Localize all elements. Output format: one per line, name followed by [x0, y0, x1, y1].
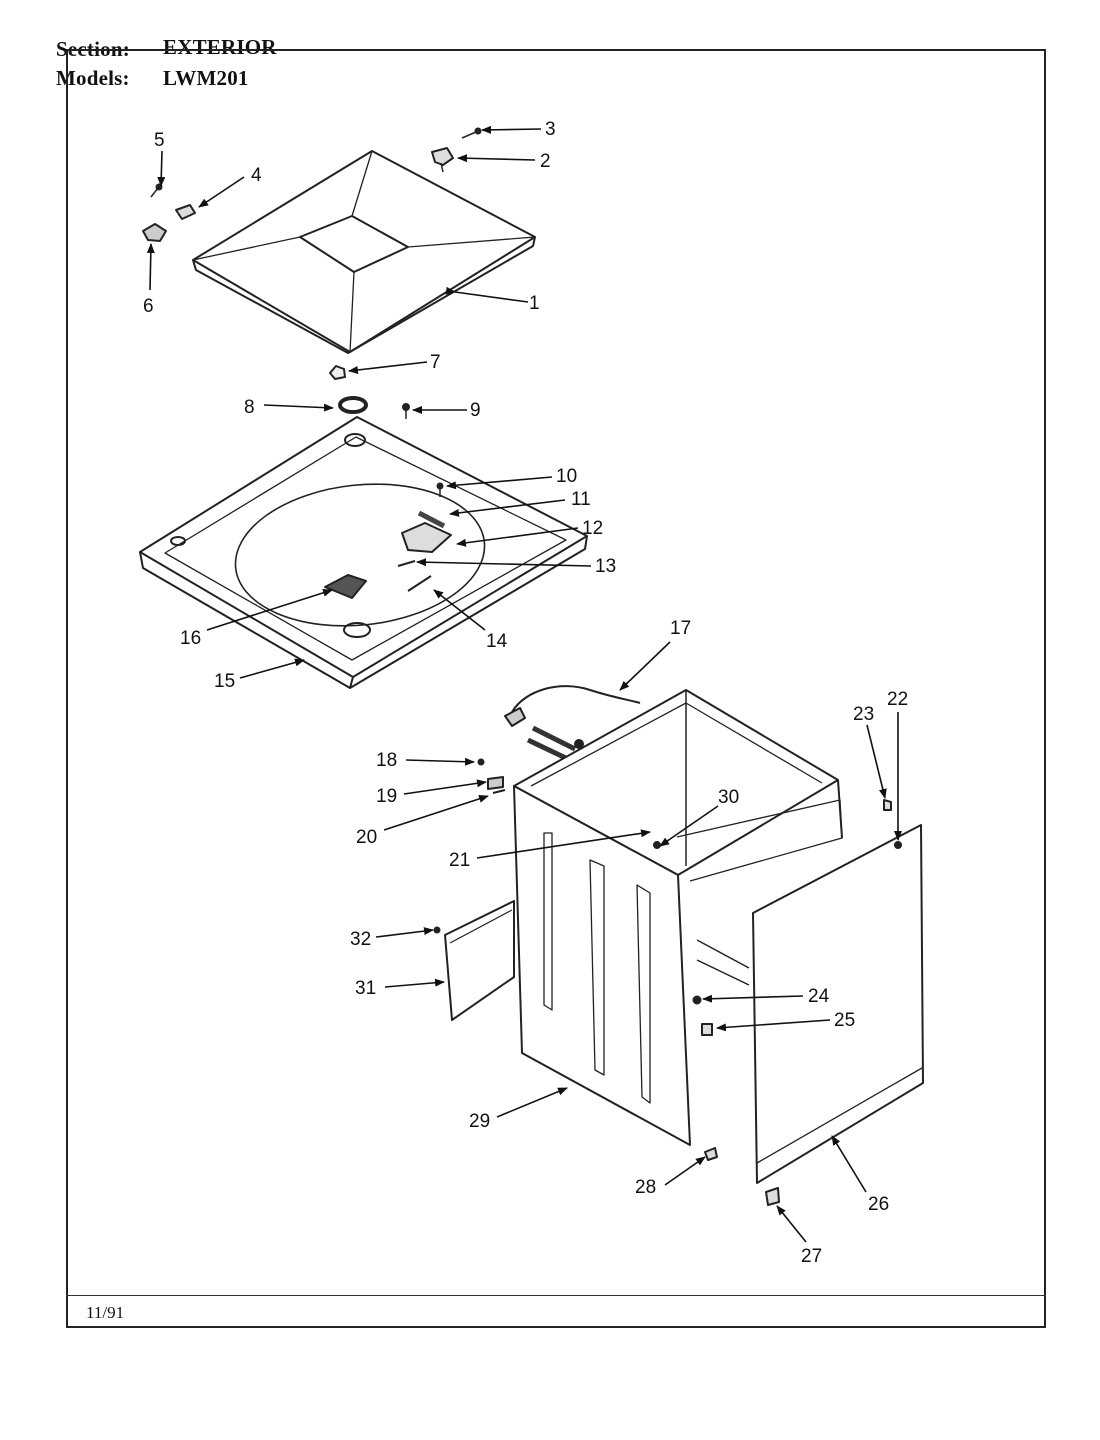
callout-22: 22 [887, 689, 908, 710]
leader-30 [659, 805, 719, 847]
leader-26 [831, 1135, 867, 1193]
leader-2 [457, 154, 536, 163]
callout-15: 15 [214, 671, 235, 692]
leader-21 [476, 829, 651, 859]
callout-7: 7 [430, 352, 441, 373]
callout-4: 4 [251, 165, 262, 186]
top-cover-part [139, 416, 588, 689]
callout-13: 13 [595, 556, 616, 577]
callout-23: 23 [853, 704, 874, 725]
callout-12: 12 [582, 518, 603, 539]
footer-date: 11/91 [86, 1303, 125, 1322]
callout-5: 5 [154, 130, 165, 151]
leader-15 [239, 658, 305, 679]
leader-25 [716, 1019, 831, 1032]
callout-18: 18 [376, 750, 397, 771]
leader-11 [449, 499, 566, 517]
diagram-frame [66, 49, 1046, 1328]
cabinet-part [433, 689, 924, 1206]
callout-20: 20 [356, 827, 377, 848]
leader-4 [198, 176, 245, 208]
leader-12 [456, 527, 579, 547]
leader-18 [405, 757, 475, 766]
leader-5 [157, 150, 166, 187]
leader-lines [146, 125, 902, 1243]
callout-27: 27 [801, 1246, 822, 1267]
leader-13 [416, 558, 592, 567]
callout-2: 2 [540, 151, 551, 172]
callout-25: 25 [834, 1010, 855, 1031]
leader-20 [383, 794, 489, 831]
top-lid-part [192, 150, 536, 354]
callout-8: 8 [244, 397, 255, 418]
leader-24 [702, 994, 804, 1003]
callout-32: 32 [350, 929, 371, 950]
callout-9: 9 [470, 400, 481, 421]
callout-11: 11 [571, 489, 591, 510]
callout-26: 26 [868, 1194, 889, 1215]
callout-numbers: 1 2 3 4 5 6 7 8 9 10 11 12 13 14 15 16 1… [143, 119, 908, 1267]
leader-29 [496, 1087, 568, 1118]
callout-24: 24 [808, 986, 830, 1007]
leader-1 [445, 286, 529, 303]
section-value: EXTERIOR [163, 35, 277, 59]
models-value: LWM201 [163, 66, 249, 90]
callout-19: 19 [376, 786, 397, 807]
leader-10 [446, 476, 553, 490]
leader-14 [433, 589, 486, 631]
hinge-parts [142, 127, 482, 380]
leader-19 [403, 779, 487, 795]
leader-27 [776, 1205, 807, 1243]
leader-17 [619, 641, 671, 691]
footer-divider [66, 1295, 1046, 1296]
callout-31: 31 [355, 978, 376, 999]
leader-23 [866, 724, 887, 799]
leader-31 [384, 978, 445, 988]
callout-21: 21 [449, 850, 470, 871]
callout-10: 10 [556, 466, 577, 487]
leader-8 [263, 403, 334, 412]
screw-part-9 [402, 403, 410, 419]
callout-16: 16 [180, 628, 201, 649]
callout-1: 1 [529, 293, 540, 314]
callout-6: 6 [143, 296, 154, 317]
models-label: Models: [56, 66, 130, 90]
leader-16 [206, 588, 333, 631]
callout-14: 14 [486, 631, 508, 652]
leader-28 [664, 1156, 706, 1186]
callout-17: 17 [670, 618, 691, 639]
leader-6 [146, 243, 155, 291]
callout-3: 3 [545, 119, 556, 140]
leader-32 [375, 927, 434, 938]
callout-29: 29 [469, 1111, 490, 1132]
leader-7 [348, 361, 428, 374]
callout-28: 28 [635, 1177, 656, 1198]
ring-gasket-part [338, 396, 368, 414]
callout-30: 30 [718, 787, 739, 808]
leader-3 [481, 125, 542, 134]
